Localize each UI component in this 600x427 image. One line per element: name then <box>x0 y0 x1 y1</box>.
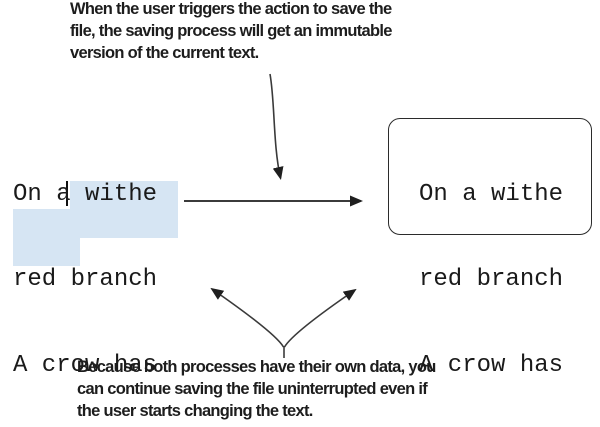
annotation-top: When the user triggers the action to sav… <box>70 0 392 64</box>
editor-text-line: On a withe <box>13 180 158 208</box>
selection-highlight <box>70 180 178 209</box>
text-caret <box>66 181 68 206</box>
selection-highlight <box>13 237 80 266</box>
annotation-bottom-line: Because both processes have their own da… <box>77 358 436 376</box>
fork-arrow-right <box>283 288 357 348</box>
editor-text: On a withe red branch A crow has alighte… <box>13 124 157 427</box>
annotation-bottom-line: the user starts changing the text. <box>77 402 313 420</box>
editor-text-line: A crow has <box>13 351 158 379</box>
annotation-bottom-line: can continue saving the file uninterrupt… <box>77 380 428 398</box>
annotation-top-line: file, the saving process will get an imm… <box>70 22 392 40</box>
snapshot-text-line: red branch <box>419 266 564 293</box>
top-annotation-arrow <box>269 73 284 180</box>
snapshot-text-line: On a withe <box>419 180 564 208</box>
snapshot-box <box>388 118 592 235</box>
annotation-top-line: version of the current text. <box>70 44 259 62</box>
fork-arrow-left <box>210 287 285 348</box>
annotation-bottom: Because both processes have their own da… <box>77 356 436 422</box>
annotation-top-line: When the user triggers the action to sav… <box>70 0 392 18</box>
editor-text-line: red branch <box>13 266 158 293</box>
selection-highlight <box>13 209 178 238</box>
snapshot-text-line: A crow has <box>419 351 564 379</box>
snapshot-text: On a withe red branch A crow has alighte… <box>419 124 563 427</box>
